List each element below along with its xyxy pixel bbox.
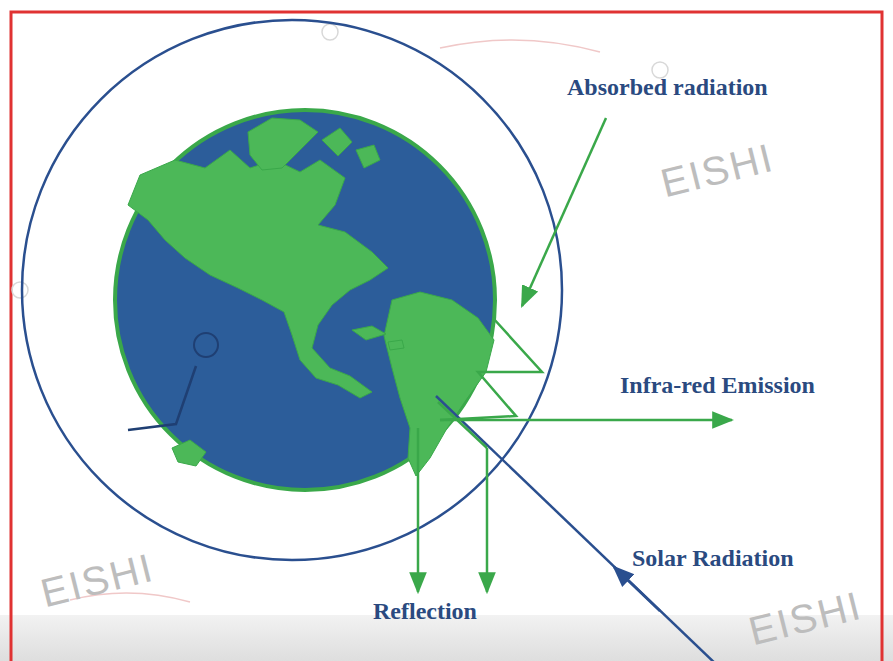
- pointer-stroke: [128, 366, 196, 430]
- reflection-arrow: [417, 428, 420, 592]
- reflection-label: Reflection: [373, 598, 477, 624]
- infrared-label: Infra-red Emission: [620, 372, 815, 398]
- pacific-island: [172, 440, 206, 466]
- reflection-arrow: [486, 448, 489, 592]
- north-america: [128, 150, 388, 398]
- solar-label: Solar Radiation: [632, 545, 794, 571]
- pointer-ring: [194, 333, 218, 357]
- absorbed-label: Absorbed radiation: [567, 74, 768, 100]
- watermark-ring: [322, 24, 338, 40]
- arctic-island: [356, 145, 380, 168]
- caribbean-island: [352, 326, 386, 340]
- atmosphere-circle: [22, 20, 562, 560]
- frame: [11, 12, 882, 661]
- solar-ray: [436, 396, 720, 661]
- bounce-zigzag: [440, 318, 542, 420]
- infrared-arrow: [440, 419, 732, 422]
- reflection-stroke: [438, 402, 487, 448]
- watermark-arc: [440, 40, 600, 52]
- absorbed-arrow: [522, 118, 606, 306]
- arctic-island: [322, 128, 352, 156]
- solar-arrowhead: [614, 567, 660, 611]
- earth-globe: [115, 110, 495, 490]
- greenland: [248, 118, 318, 170]
- watermark-ring: [12, 282, 28, 298]
- caribbean-island: [388, 340, 404, 350]
- south-america: [384, 292, 494, 476]
- continents: [128, 118, 494, 476]
